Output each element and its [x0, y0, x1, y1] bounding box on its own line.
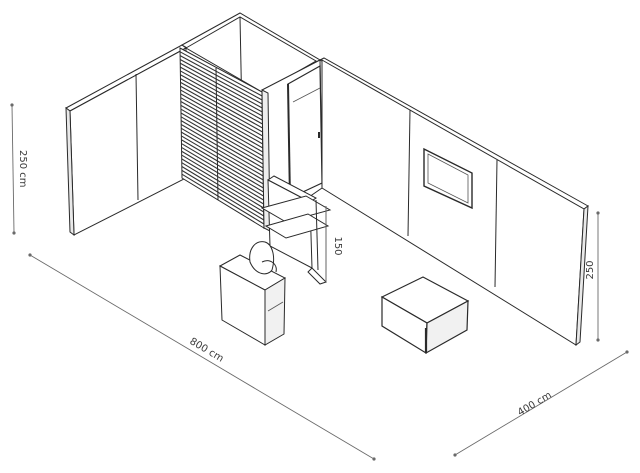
back-wall-right	[318, 57, 589, 347]
slat	[180, 97, 264, 145]
dimension-left-height: 250 cm	[10, 103, 28, 235]
slat	[180, 120, 264, 169]
slat	[180, 85, 263, 133]
slat	[179, 62, 263, 109]
slat	[180, 123, 264, 173]
dimension-width: 400 cm	[453, 350, 629, 457]
dimension-right-height: 250	[585, 211, 600, 342]
slat	[179, 51, 263, 97]
chair	[249, 241, 277, 275]
slat	[180, 112, 264, 161]
slat	[181, 135, 264, 185]
slat	[181, 139, 264, 189]
slat	[180, 70, 263, 117]
dimension-length: 800 cm	[28, 253, 376, 461]
slat	[181, 146, 264, 197]
slat	[181, 143, 264, 193]
reception-counter	[218, 254, 287, 346]
left-height-label: 250 cm	[17, 150, 28, 188]
slat	[181, 166, 265, 217]
slat	[180, 66, 263, 113]
slat	[180, 93, 263, 141]
slat	[180, 101, 264, 149]
length-label: 800 cm	[187, 336, 225, 365]
slat	[180, 78, 263, 125]
door-handle	[318, 132, 320, 138]
slat	[180, 89, 263, 137]
display-shelf	[260, 175, 332, 285]
slat	[180, 81, 263, 129]
counter-height-label: 150	[332, 236, 343, 255]
slat	[181, 162, 265, 213]
slat	[180, 127, 264, 177]
slat	[179, 55, 263, 101]
slat	[181, 158, 264, 209]
width-label: 400 cm	[516, 390, 554, 419]
slat	[180, 116, 264, 165]
storage-room	[179, 12, 323, 232]
slat	[181, 131, 264, 181]
right-height-label: 250	[585, 260, 596, 279]
slat	[181, 173, 265, 225]
storage-door	[287, 64, 323, 199]
slat	[180, 104, 264, 153]
slat	[181, 154, 264, 205]
slat	[181, 150, 264, 201]
slat	[181, 169, 265, 221]
back-wall-left	[65, 44, 187, 237]
slat	[180, 74, 263, 121]
slatted-wall-slats	[179, 51, 265, 225]
dimension-counter-height: 150	[325, 206, 343, 282]
slat	[180, 108, 264, 157]
slat	[179, 58, 263, 105]
coffee-table	[380, 276, 470, 355]
